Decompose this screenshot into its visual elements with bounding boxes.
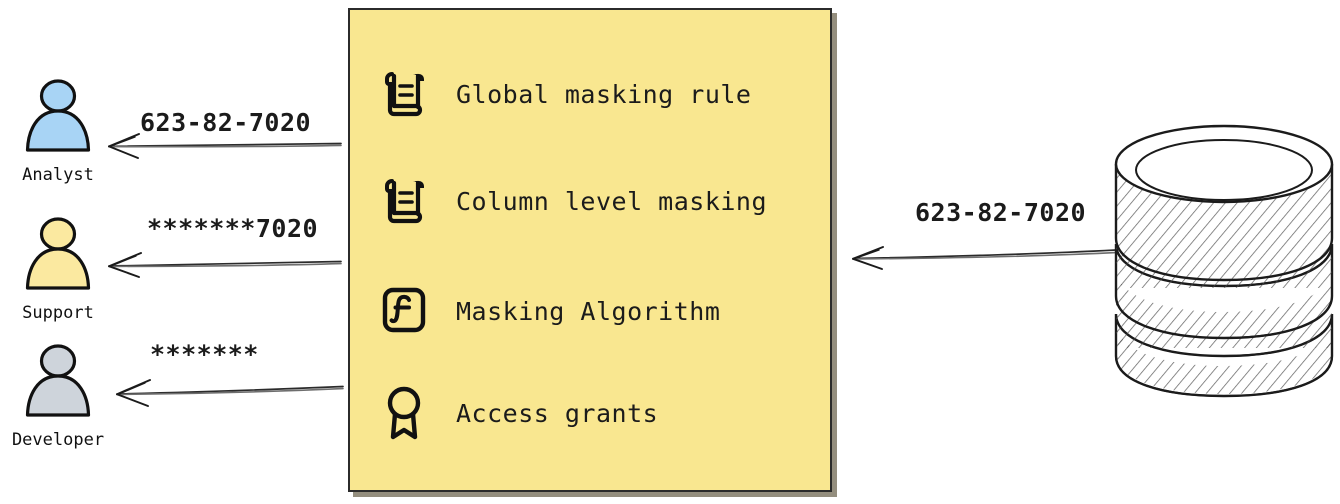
panel-row-column-level-masking[interactable]: Column level masking: [378, 173, 767, 229]
arrow-from-database: [852, 246, 1117, 270]
arrow-label-developer: *******: [150, 340, 259, 369]
actor-analyst[interactable]: Analyst: [0, 78, 118, 185]
award-icon: [378, 385, 430, 441]
function-icon: [378, 283, 430, 339]
arrow-label-analyst: 623-82-7020: [140, 108, 312, 137]
masking-controls-panel: Global masking rule Column level masking: [348, 8, 832, 492]
person-icon-developer: [25, 344, 91, 417]
scroll-icon: [378, 173, 430, 229]
panel-row-access-grants[interactable]: Access grants: [378, 385, 658, 441]
arrow-to-developer: [116, 379, 344, 407]
panel-row-global-masking-rule[interactable]: Global masking rule: [378, 66, 751, 122]
arrow-to-support: [108, 252, 342, 278]
actor-developer[interactable]: Developer: [0, 343, 118, 450]
person-icon-support: [25, 217, 91, 290]
scroll-icon: [378, 66, 430, 122]
actor-label-support: Support: [22, 303, 94, 323]
arrow-label-support: *******7020: [147, 214, 319, 243]
actor-support[interactable]: Support: [0, 216, 118, 323]
arrow-to-analyst: [108, 133, 342, 159]
arrow-label-database: 623-82-7020: [915, 198, 1087, 227]
panel-label-column-level-masking: Column level masking: [456, 186, 768, 216]
actor-label-analyst: Analyst: [22, 165, 94, 185]
panel-label-masking-algorithm: Masking Algorithm: [456, 296, 721, 326]
database-cylinder-icon[interactable]: [1108, 118, 1338, 400]
person-icon-analyst: [25, 79, 91, 152]
panel-label-global-masking-rule: Global masking rule: [456, 79, 752, 109]
panel-label-access-grants: Access grants: [456, 398, 659, 428]
actor-label-developer: Developer: [11, 430, 105, 450]
panel-row-masking-algorithm[interactable]: Masking Algorithm: [378, 283, 720, 339]
